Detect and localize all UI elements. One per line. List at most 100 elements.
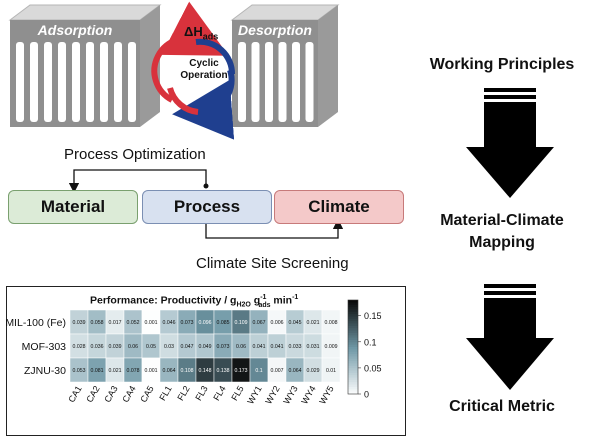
- heatmap-cell-label: 0.033: [289, 344, 302, 350]
- heatmap-cell-label: 0.096: [199, 320, 212, 326]
- heatmap-cell-label: 0.006: [271, 320, 284, 326]
- colorbar-segment: [348, 361, 358, 364]
- title-suffix: min: [270, 294, 293, 307]
- colorbar-segment: [348, 351, 358, 355]
- colorbar-tick-label: 0.15: [364, 311, 382, 321]
- heatmap-cell-label: 0.067: [253, 320, 266, 326]
- down-arrow-1: [466, 88, 554, 198]
- heatmap-cell-label: 0.028: [73, 344, 86, 350]
- heatmap-col-label: WY3: [281, 384, 299, 406]
- fin-slot: [305, 42, 314, 122]
- fin-slot: [16, 42, 24, 122]
- mapping-label: Mapping: [469, 234, 535, 251]
- heatmap-col-label: CA5: [138, 384, 155, 404]
- colorbar-segment: [348, 325, 358, 329]
- heatmap-cell-label: 0.021: [109, 368, 122, 374]
- colorbar-segment: [348, 300, 358, 303]
- fin-slot: [128, 42, 136, 122]
- fin-slot: [251, 42, 260, 122]
- process-box: Process: [142, 190, 272, 224]
- colorbar-segment: [348, 339, 358, 343]
- colorbar-segment: [348, 332, 358, 336]
- adsorption-desorption-illustration: [8, 1, 340, 140]
- heatmap-col-label: WY2: [263, 384, 281, 406]
- heatmap-cell-label: 0.001: [145, 368, 158, 374]
- colorbar-segment: [348, 365, 358, 369]
- colorbar-segment: [348, 347, 358, 350]
- heatmap-cell-label: 0.1: [255, 368, 262, 374]
- colorbar-frame: [347, 299, 359, 395]
- heatmap-cell-label: 0.06: [128, 344, 138, 350]
- heatmap-cell-label: 0.009: [325, 344, 338, 350]
- heatmap-cell-label: 0.039: [109, 344, 122, 350]
- cyclic-line2: Operation: [180, 70, 228, 81]
- material-box: Material: [8, 190, 138, 224]
- cyclic-arrows: [151, 1, 236, 140]
- colorbar-segment: [348, 389, 358, 393]
- heatmap-col-label: FL5: [229, 384, 245, 402]
- heatmap-cell-label: 0.058: [91, 320, 104, 326]
- colorbar-segment: [348, 391, 358, 395]
- heatmap-cell-label: 0.031: [307, 344, 320, 350]
- colorbar-segment: [348, 337, 358, 341]
- heatmap-col-label: CA2: [84, 384, 101, 404]
- heatmap-cell-label: 0.049: [199, 344, 212, 350]
- material-climate-label: Material-Climate: [440, 212, 564, 229]
- colorbar-segment: [348, 370, 358, 374]
- colorbar-segment: [348, 342, 358, 346]
- material-label: Material: [40, 197, 106, 216]
- heatmap-cell-label: 0.039: [73, 320, 86, 326]
- heatmap-col-label: WY1: [245, 384, 263, 406]
- colorbar-segment: [348, 330, 358, 334]
- colorbar-segment: [348, 349, 358, 353]
- colorbar-segment: [348, 368, 358, 371]
- heatmap-col-label: WY5: [317, 384, 335, 406]
- heatmap-col-label: CA1: [66, 384, 83, 404]
- colorbar-segment: [348, 377, 358, 381]
- heatmap-cell-label: 0.041: [253, 344, 266, 350]
- heatmap-cell-label: 0.045: [289, 320, 302, 326]
- heatmap-cell-label: 0.078: [127, 368, 140, 374]
- colorbar-segment: [348, 321, 358, 324]
- colorbar-segment: [348, 375, 358, 379]
- heatmap-cell-label: 0.109: [235, 320, 248, 326]
- heatmap-col-label: FL3: [193, 384, 209, 402]
- title-suffix-sup: -1: [292, 294, 299, 301]
- fin-slot: [86, 42, 94, 122]
- colorbar-segment: [348, 309, 358, 313]
- colorbar-segment: [348, 354, 358, 357]
- down-arrow-2: [466, 284, 554, 390]
- heatmap-col-label: CA3: [102, 384, 119, 404]
- fin-slot: [72, 42, 80, 122]
- heatmap-title: Performance: Productivity / gH2O g-1ads …: [90, 294, 298, 309]
- fin-slot: [278, 42, 287, 122]
- heatmap-cell-label: 0.173: [235, 368, 248, 374]
- fin-slot: [265, 42, 273, 122]
- climate-box: Climate: [274, 190, 404, 224]
- colorbar-segment: [348, 304, 358, 308]
- heatmap-cell-label: 0.085: [217, 320, 230, 326]
- colorbar-segment: [348, 328, 358, 332]
- desorption-label: Desorption: [234, 22, 316, 38]
- heatmap-cell-label: 0.05: [146, 344, 156, 350]
- heatmap-cell-label: 0.064: [163, 368, 176, 374]
- colorbar-tick-label: 0.05: [364, 363, 382, 373]
- cyclic-line1: Cyclic: [189, 58, 219, 69]
- heatmap-cell-label: 0.036: [91, 344, 104, 350]
- heatmap-row-label: MOF-303: [22, 341, 67, 353]
- heatmap-col-label: FL4: [211, 384, 227, 402]
- adsorption-label: Adsorption: [12, 22, 138, 38]
- colorbar-segment: [348, 356, 358, 360]
- heatmap-cell-label: 0.047: [181, 344, 194, 350]
- climate-label: Climate: [308, 197, 370, 216]
- heatmap-row-label: MIL-100 (Fe): [5, 317, 66, 329]
- heatmap-cell-label: 0.041: [271, 344, 284, 350]
- fin-slot: [30, 42, 38, 122]
- heatmap-col-label: FL2: [175, 384, 191, 402]
- fin-slot: [292, 42, 300, 122]
- critical-metric-label: Critical Metric: [449, 398, 555, 415]
- heatmap-cell-label: 0.073: [217, 344, 230, 350]
- colorbar-segment: [348, 372, 358, 376]
- enthalpy-label: ΔHads: [184, 24, 218, 42]
- heatmap-cell-label: 0.021: [307, 320, 320, 326]
